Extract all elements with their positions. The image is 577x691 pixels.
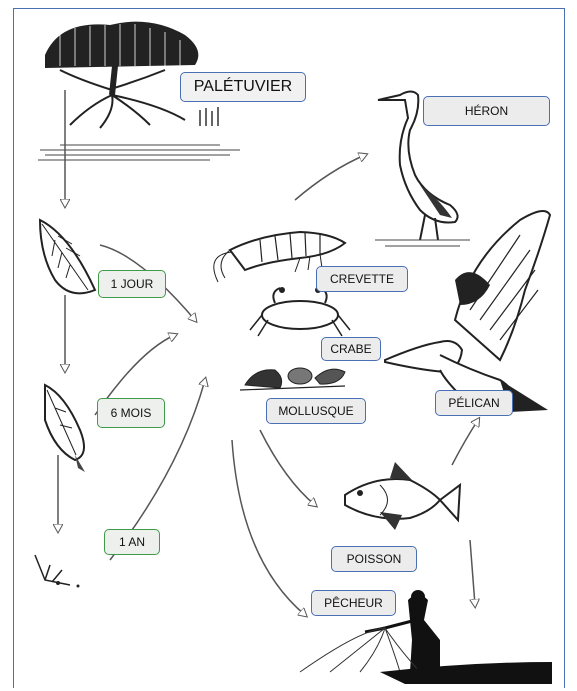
leaf-fragments-drawing bbox=[35, 555, 80, 588]
pelican-drawing bbox=[385, 211, 550, 412]
label-paletuvier: PALÉTUVIER bbox=[180, 72, 306, 102]
duration-1-an: 1 AN bbox=[104, 529, 160, 555]
label-heron: HÉRON bbox=[423, 96, 550, 126]
label-pecheur: PÊCHEUR bbox=[311, 590, 396, 616]
decaying-leaf-drawing bbox=[45, 385, 85, 472]
crab-drawing bbox=[250, 287, 350, 336]
duration-1-jour: 1 JOUR bbox=[98, 270, 166, 298]
duration-6-mois: 6 MOIS bbox=[97, 398, 165, 428]
label-crabe: CRABE bbox=[321, 337, 381, 361]
fish-drawing bbox=[345, 462, 460, 530]
label-mollusque: MOLLUSQUE bbox=[266, 398, 366, 424]
mollusk-drawing bbox=[240, 368, 345, 390]
fresh-leaf-drawing bbox=[40, 220, 95, 293]
label-pelican: PÉLICAN bbox=[435, 390, 513, 416]
label-poisson: POISSON bbox=[331, 546, 417, 572]
label-crevette: CREVETTE bbox=[316, 266, 408, 292]
